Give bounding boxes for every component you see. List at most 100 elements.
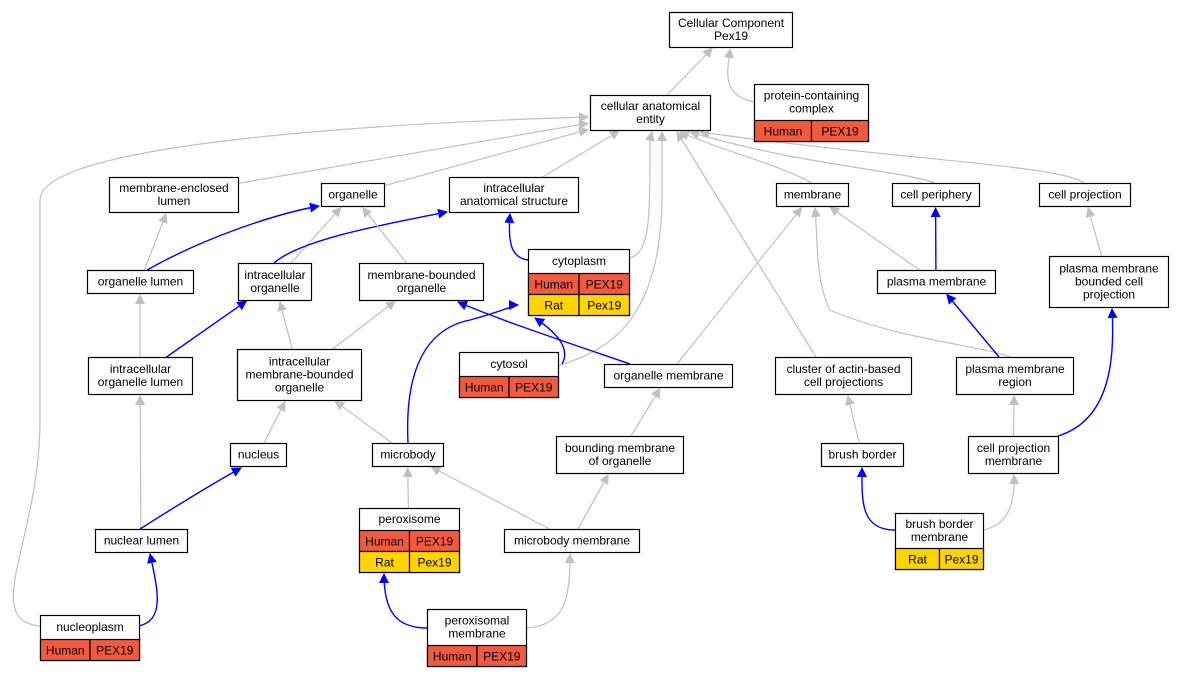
node-bb[interactable]: brush border [820, 442, 905, 468]
node-box [358, 262, 485, 302]
node-nl[interactable]: nuclear lumen [94, 528, 189, 554]
species-cell: Rat [375, 556, 394, 570]
gene-cell-bg [938, 547, 985, 571]
node-box [668, 11, 794, 49]
node-label: membrane [448, 627, 506, 641]
node-nucleus[interactable]: nucleus [229, 442, 288, 468]
gene-cell: PEX19 [515, 381, 553, 395]
node-label: complex [789, 102, 834, 116]
node-label: peroxisome [378, 512, 440, 526]
node-label: membrane [985, 454, 1043, 468]
node-label: microbody membrane [514, 534, 630, 548]
gene-cell: PEX19 [821, 125, 859, 139]
edge-nucleus-to-imbo [263, 400, 286, 444]
edge-bb-to-cabcp [845, 394, 860, 444]
node-label: intracellular [269, 355, 330, 369]
node-label: lumen [158, 194, 191, 208]
edge-pxm-to-perox [379, 573, 428, 629]
node-box [967, 435, 1060, 475]
edge-cabcp-to-cae [676, 131, 817, 358]
edge-pm-to-membrane [829, 206, 920, 271]
edge-organelle-to-cae [383, 127, 590, 187]
node-microbody[interactable]: microbody [371, 442, 445, 468]
edge-cpm-to-pmbcp [1057, 308, 1118, 437]
node-box [87, 356, 194, 396]
node-label: organelle lumen [98, 375, 183, 389]
node-label: membrane-bounded [367, 268, 475, 282]
edge-pmr-to-pm [946, 293, 1000, 358]
node-organelle[interactable]: organelle [320, 182, 386, 208]
node-label: intracellular [110, 362, 171, 376]
node-label: membrane [784, 188, 842, 202]
node-box [503, 528, 641, 554]
node-label: cytoplasm [552, 254, 606, 268]
gene-cell: PEX19 [483, 650, 521, 664]
node-ol[interactable]: organelle lumen [86, 269, 195, 295]
node-label: brush border [828, 448, 896, 462]
node-pm[interactable]: plasma membrane [876, 269, 997, 295]
node-membrane[interactable]: membrane [775, 182, 850, 208]
gene-cell-bg [810, 119, 870, 143]
edge-mm-to-microbody [430, 466, 550, 530]
edge-io-to-ias [273, 208, 448, 264]
gene-cell: PEX19 [96, 644, 134, 658]
edge-imbo-to-mbo [332, 300, 396, 350]
edge-np-to-nl [138, 553, 158, 627]
node-label: entity [636, 112, 665, 126]
edge-ol-to-organelle [146, 202, 320, 271]
node-label: projection [1083, 288, 1135, 302]
node-label: cellular anatomical [601, 99, 700, 113]
edge-mel-to-cae [237, 119, 589, 184]
node-label: organelle [250, 281, 300, 295]
node-cp[interactable]: cell periphery [891, 182, 981, 208]
node-label: cell projections [804, 375, 883, 389]
node-label: nucleoplasm [56, 620, 123, 634]
node-label: organelle [275, 381, 325, 395]
node-label: anatomical structure [460, 194, 568, 208]
node-cproj[interactable]: cell projection [1038, 182, 1132, 208]
edge-cyto-to-cae [629, 131, 655, 259]
node-label: of organelle [589, 454, 652, 468]
node-box [589, 94, 712, 132]
edge-np-to-cae [12, 112, 589, 627]
node-label: Cellular Component [678, 16, 785, 30]
node-label: organelle [328, 188, 378, 202]
edge-cpm-to-pmr [1008, 395, 1019, 437]
node-mm[interactable]: microbody membrane [503, 528, 641, 554]
edge-microbody-to-cyto [406, 300, 519, 444]
node-box [94, 528, 189, 554]
node-label: region [998, 375, 1031, 389]
node-label: organelle lumen [98, 275, 183, 289]
edge-iol-to-io [166, 300, 248, 358]
node-box [603, 363, 734, 389]
node-om[interactable]: organelle membrane [603, 363, 734, 389]
edge-nl-to-nucleus [139, 467, 242, 530]
node-label: nucleus [238, 448, 279, 462]
node-box [955, 356, 1075, 396]
edge-ias-to-cae [542, 130, 621, 178]
node-box [820, 442, 905, 468]
node-label: cytosol [490, 357, 527, 371]
species-cell: Rat [544, 299, 563, 313]
